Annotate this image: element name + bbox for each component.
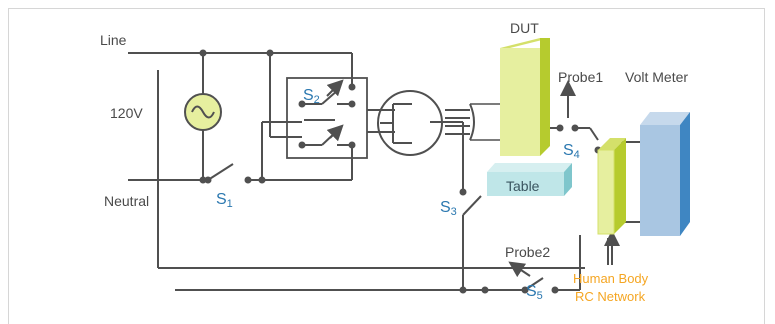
neutral-label: Neutral [104,193,149,209]
dut-label: DUT [510,20,539,36]
switch-s3-label: S3 [440,199,457,218]
human-body-label: Human Body [573,271,649,286]
probe1-label: Probe1 [558,69,603,85]
switch-s1-label: S1 [216,191,233,210]
junction-dots [199,49,602,294]
probe2-label: Probe2 [505,244,550,260]
rc-network-label: RC Network [575,289,646,304]
dut-block [469,38,550,156]
volt-meter-block [640,112,690,236]
switch-s5-label: S5 [526,283,543,302]
switch-s4-label: S4 [563,142,580,161]
switch-s2-label: S2 [303,87,320,106]
diagram-frame [8,8,765,324]
ac-source-icon [184,93,222,131]
line-label: Line [100,32,127,48]
probe-arrows [326,79,620,278]
table-label: Table [506,178,540,194]
human-body-block [597,138,626,235]
voltage-label: 120V [110,105,143,121]
volt-meter-label: Volt Meter [625,69,688,85]
table-block [487,163,572,196]
